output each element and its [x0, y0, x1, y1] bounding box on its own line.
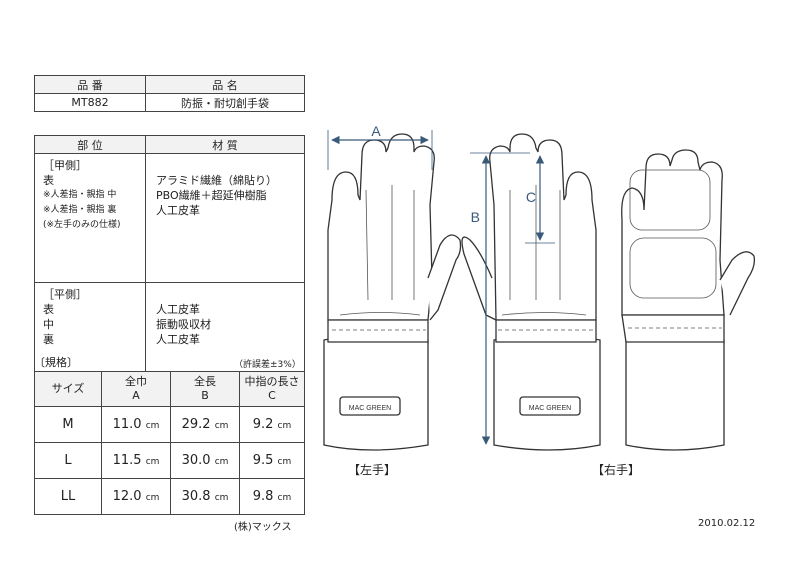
table-row: LL 12.0 cm 30.8 cm 9.8 cm — [34, 478, 305, 515]
back-side-section: ［甲側］ — [43, 159, 87, 172]
material-table: 部 位 材 質 ［甲側］ 表 ※人差指・親指 中 ※人差指・親指 裏 (※左手の… — [34, 135, 305, 374]
part-header: 部 位 — [34, 135, 146, 154]
product-code: MT882 — [34, 93, 146, 112]
dimension-c-label: C — [526, 189, 536, 205]
size-cell: L — [34, 442, 102, 479]
left-glove-seams — [332, 185, 426, 331]
palm-patches — [628, 169, 722, 329]
product-code-header: 品 番 — [34, 75, 146, 94]
left-glove — [323, 133, 462, 451]
dimension-b-label: B — [471, 209, 480, 225]
length-cell: 30.8 cm — [170, 478, 240, 515]
product-name: 防振・耐切創手袋 — [145, 93, 305, 112]
product-table: 品 番 品 名 MT882 防振・耐切創手袋 — [34, 75, 305, 112]
width-cell: 11.0 cm — [101, 406, 171, 443]
part-item: ※人差指・親指 裏 — [43, 205, 117, 215]
size-cell: M — [34, 406, 102, 443]
table-row: L 11.5 cm 30.0 cm 9.5 cm — [34, 442, 305, 479]
brand-label: MAC GREEN — [529, 405, 571, 412]
material-item: アラミド繊維（綿貼り） — [156, 174, 277, 187]
finger-length-cell: 9.5 cm — [239, 442, 305, 479]
material-item: 人工皮革 — [156, 303, 200, 316]
part-item: 裏 — [43, 333, 54, 346]
part-item: 表 — [43, 174, 54, 187]
palm-side-parts: ［平側］ 表 中 裏 — [34, 282, 146, 374]
material-item: 人工皮革 — [156, 204, 200, 217]
finger-length-cell: 9.2 cm — [239, 406, 305, 443]
left-hand-caption: 【左手】 — [348, 462, 396, 477]
part-item: 中 — [43, 318, 54, 331]
company-name: (株)マックス — [234, 522, 292, 533]
right-hand-caption: 【右手】 — [592, 462, 640, 477]
table-row: M 11.0 cm 29.2 cm 9.2 cm — [34, 406, 305, 443]
back-side-materials: アラミド繊維（綿貼り） PBO繊維＋超延伸樹脂 人工皮革 — [145, 153, 305, 283]
finger-length-cell: 9.8 cm — [239, 478, 305, 515]
part-item: ※人差指・親指 中 — [43, 190, 117, 200]
tolerance-note: （許誤差±3%） — [234, 360, 301, 370]
part-item: (※左手のみの仕様) — [43, 220, 121, 230]
dimension-a-label: A — [371, 123, 381, 139]
material-item: PBO繊維＋超延伸樹脂 — [156, 189, 267, 202]
palm-side-materials: 人工皮革 振動吸収材 人工皮革 — [145, 282, 305, 374]
length-cell: 30.0 cm — [170, 442, 240, 479]
document-date: 2010.02.12 — [698, 518, 756, 529]
back-side-parts: ［甲側］ 表 ※人差指・親指 中 ※人差指・親指 裏 (※左手のみの仕様) — [34, 153, 146, 283]
material-item: 人工皮革 — [156, 333, 200, 346]
length-cell: 29.2 cm — [170, 406, 240, 443]
palm-side-section: ［平側］ — [43, 288, 87, 301]
brand-label: MAC GREEN — [349, 405, 391, 412]
glove-diagram: A B C MAC GREEN MAC GREEN 【左手】 【右手】 — [323, 123, 756, 477]
right-glove-back — [461, 133, 601, 451]
product-name-header: 品 名 — [145, 75, 305, 94]
spec-title: 〔規格〕 — [34, 356, 78, 369]
material-item: 振動吸収材 — [156, 318, 211, 331]
material-header: 材 質 — [145, 135, 305, 154]
width-cell: 12.0 cm — [101, 478, 171, 515]
right-glove-palm — [621, 149, 756, 451]
size-cell: LL — [34, 478, 102, 515]
part-item: 表 — [43, 303, 54, 316]
width-cell: 11.5 cm — [101, 442, 171, 479]
size-header: サイズ — [34, 371, 102, 407]
